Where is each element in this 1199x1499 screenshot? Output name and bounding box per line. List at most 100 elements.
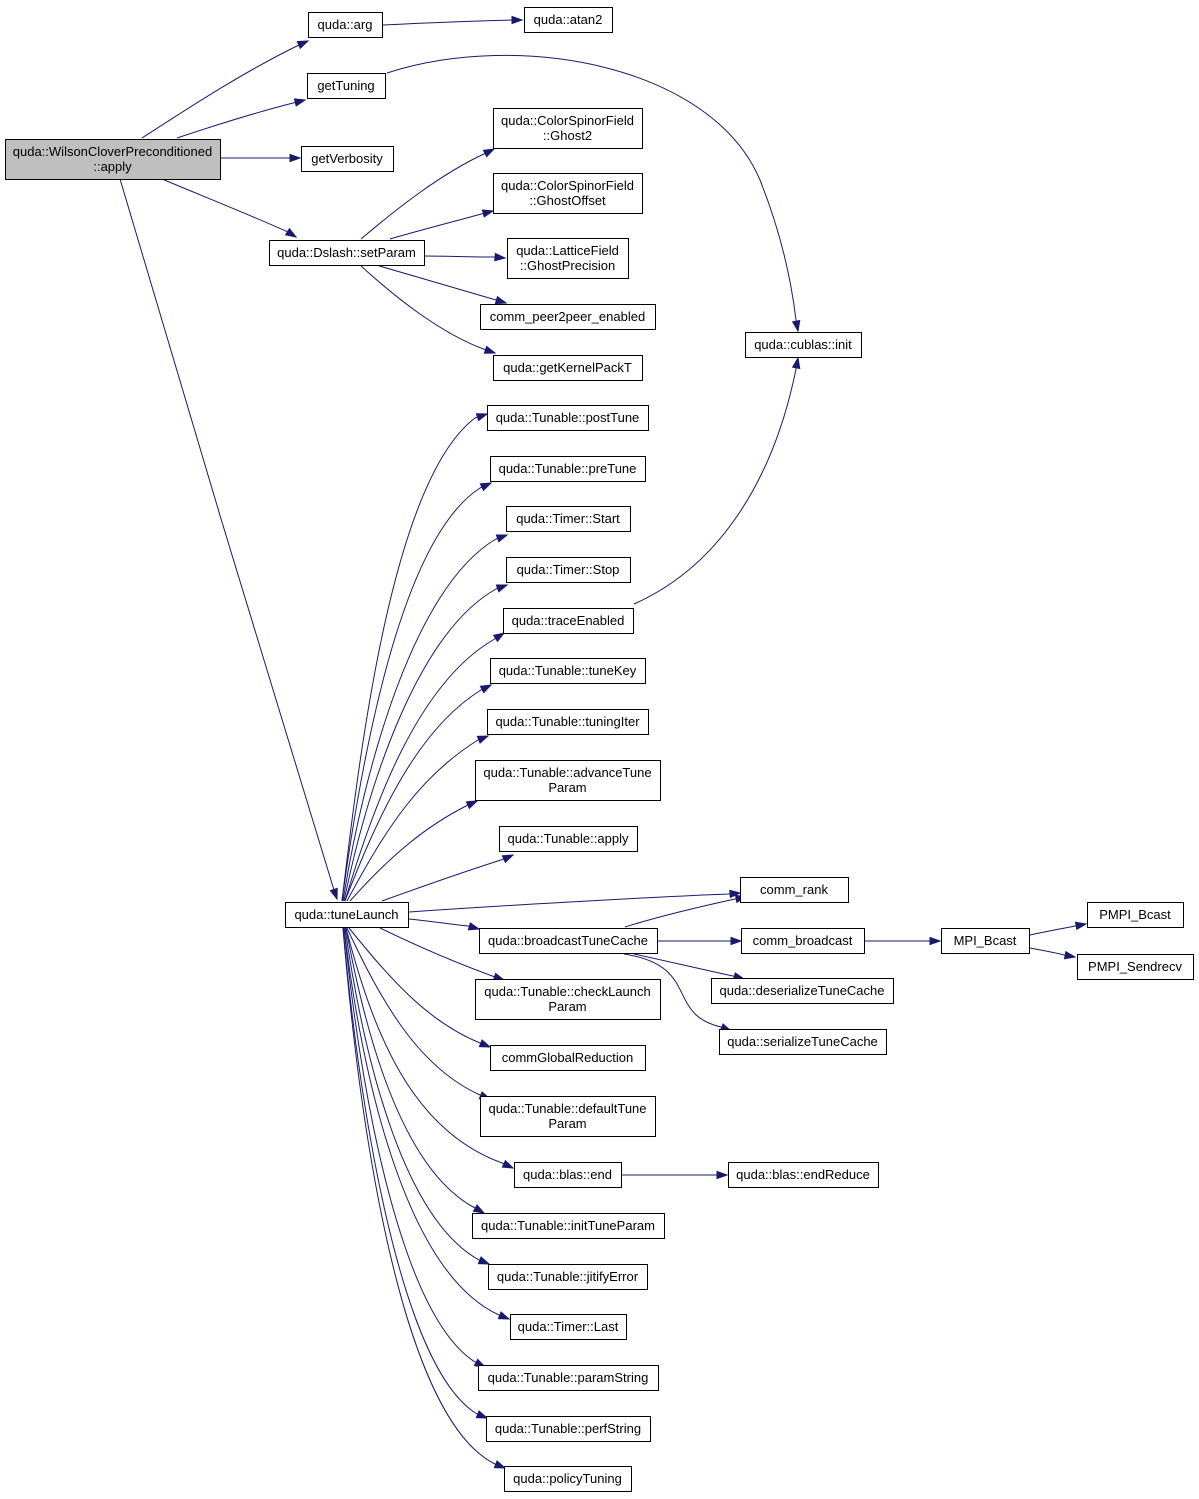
edge-apply_root-to-tuneLaunch — [119, 178, 338, 901]
node-label: quda::getKernelPackT — [503, 360, 632, 375]
edge-tuneLaunch-to-TunableApply — [381, 854, 515, 902]
node-postTune[interactable]: quda::Tunable::postTune — [487, 405, 649, 431]
node-preTune[interactable]: quda::Tunable::preTune — [490, 456, 646, 482]
edge-line — [623, 953, 732, 1032]
edge-arrowhead — [477, 1256, 491, 1265]
root-node-box — [5, 139, 221, 180]
edge-arrowhead — [475, 413, 489, 422]
node-tuningIter[interactable]: quda::Tunable::tuningIter — [487, 709, 649, 735]
edge-arrowhead — [495, 534, 509, 543]
node-comm_peer2peer_enabled[interactable]: comm_peer2peer_enabled — [480, 304, 656, 330]
node-tuneKey[interactable]: quda::Tunable::tuneKey — [490, 658, 646, 684]
edge-arrowhead — [511, 15, 524, 25]
node-label: quda::Tunable::tuningIter — [495, 714, 640, 729]
node-TimerStart[interactable]: quda::Timer::Start — [506, 506, 631, 532]
node-blas_end[interactable]: quda::blas::end — [514, 1162, 622, 1188]
node-getTuning[interactable]: getTuning — [307, 73, 386, 99]
node-cublas_init[interactable]: quda::cublas::init — [745, 332, 862, 358]
edge-setParam-to-comm_peer2peer_enabled — [375, 264, 508, 305]
node-atan2[interactable]: quda::atan2 — [524, 7, 613, 33]
edge-arrowhead — [495, 584, 509, 593]
node-PMPI_Bcast[interactable]: PMPI_Bcast — [1087, 902, 1184, 928]
node-box — [480, 304, 656, 330]
edge-arrowhead — [472, 1204, 486, 1214]
node-label: quda::Tunable::preTune — [499, 461, 637, 476]
node-label: quda::broadcastTuneCache — [488, 933, 648, 948]
node-jitifyError[interactable]: quda::Tunable::jitifyError — [488, 1264, 648, 1290]
node-deserializeTuneCache[interactable]: quda::deserializeTuneCache — [711, 978, 894, 1004]
edge-tuneLaunch-to-tuningIter — [346, 735, 490, 902]
edge-line — [346, 927, 491, 1100]
edge-line — [344, 684, 492, 902]
edge-line — [408, 892, 741, 913]
node-label: comm_broadcast — [753, 933, 853, 948]
node-paramString[interactable]: quda::Tunable::paramString — [478, 1365, 659, 1391]
node-label: Param — [548, 999, 586, 1014]
edge-tuneLaunch-to-TimerStop — [343, 584, 509, 902]
node-initTuneParam[interactable]: quda::Tunable::initTuneParam — [472, 1213, 665, 1239]
node-label: quda::Tunable::postTune — [496, 410, 640, 425]
node-TimerStop[interactable]: quda::Timer::Stop — [506, 557, 631, 583]
edge-line — [360, 265, 496, 354]
node-GhostPrecision[interactable]: quda::LatticeField::GhostPrecision — [507, 238, 629, 279]
edge-line — [345, 927, 485, 1214]
edge-arrowhead — [481, 209, 495, 218]
edge-comm_broadcast-to-MPI_Bcast — [864, 936, 942, 946]
node-tuneLaunch[interactable]: quda::tuneLaunch — [285, 902, 409, 928]
node-box — [514, 1162, 622, 1188]
node-box — [487, 405, 649, 431]
node-comm_rank[interactable]: comm_rank — [740, 877, 849, 903]
edge-arrowhead — [716, 1170, 729, 1180]
node-label: quda::traceEnabled — [512, 613, 625, 628]
node-perfString[interactable]: quda::Tunable::perfString — [486, 1416, 651, 1442]
node-policyTuning[interactable]: quda::policyTuning — [504, 1466, 632, 1492]
node-box — [472, 1213, 665, 1239]
node-label: quda::Dslash::setParam — [277, 245, 416, 260]
node-traceEnabled[interactable]: quda::traceEnabled — [503, 608, 634, 634]
node-label: quda::atan2 — [534, 12, 603, 27]
edge-tuneLaunch-to-broadcastTuneCache — [408, 918, 481, 931]
node-box — [1077, 954, 1194, 980]
node-endReduce[interactable]: quda::blas::endReduce — [728, 1162, 879, 1188]
edge-broadcastTuneCache-to-deserializeTuneCache — [633, 953, 746, 981]
node-label: quda::blas::end — [523, 1167, 612, 1182]
node-box — [269, 240, 425, 266]
node-label: quda::Timer::Stop — [517, 562, 620, 577]
node-getKernelPackT[interactable]: quda::getKernelPackT — [493, 355, 643, 381]
edge-line — [389, 210, 494, 240]
node-apply_root[interactable]: quda::WilsonCloverPreconditioned::apply — [5, 139, 221, 180]
node-label: quda::Tunable::jitifyError — [497, 1269, 639, 1284]
edge-line — [344, 632, 505, 902]
edge-line — [119, 178, 338, 900]
node-getVerbosity[interactable]: getVerbosity — [301, 146, 394, 172]
node-serializeTuneCache[interactable]: quda::serializeTuneCache — [719, 1029, 887, 1055]
node-TunableApply[interactable]: quda::Tunable::apply — [499, 826, 638, 852]
edge-tuneLaunch-to-initTuneParam — [345, 927, 486, 1214]
node-arg[interactable]: quda::arg — [308, 12, 383, 38]
node-TimerLast[interactable]: quda::Timer::Last — [510, 1314, 627, 1340]
node-box — [493, 108, 643, 149]
node-Ghost2[interactable]: quda::ColorSpinorField::Ghost2 — [493, 108, 643, 149]
node-box — [480, 1096, 656, 1137]
node-setParam[interactable]: quda::Dslash::setParam — [269, 240, 425, 266]
node-GhostOffset[interactable]: quda::ColorSpinorField::GhostOffset — [493, 173, 643, 214]
edge-MPI_Bcast-to-PMPI_Bcast — [1029, 921, 1088, 936]
node-MPI_Bcast[interactable]: MPI_Bcast — [941, 928, 1030, 954]
node-commGlobalReduction[interactable]: commGlobalReduction — [490, 1045, 646, 1071]
node-comm_broadcast[interactable]: comm_broadcast — [741, 928, 865, 954]
edge-arrowhead — [1074, 921, 1088, 931]
node-broadcastTuneCache[interactable]: quda::broadcastTuneCache — [479, 928, 658, 954]
node-label: quda::Tunable::perfString — [495, 1421, 641, 1436]
node-box — [506, 506, 631, 532]
node-label: PMPI_Bcast — [1099, 907, 1171, 922]
edge-line — [176, 99, 306, 139]
edge-apply_root-to-arg — [141, 40, 310, 139]
edge-line — [343, 927, 510, 1320]
node-label: MPI_Bcast — [954, 933, 1017, 948]
node-PMPI_Sendrecv[interactable]: PMPI_Sendrecv — [1077, 954, 1194, 980]
node-label: ::GhostPrecision — [520, 258, 615, 273]
node-label: Param — [548, 780, 586, 795]
